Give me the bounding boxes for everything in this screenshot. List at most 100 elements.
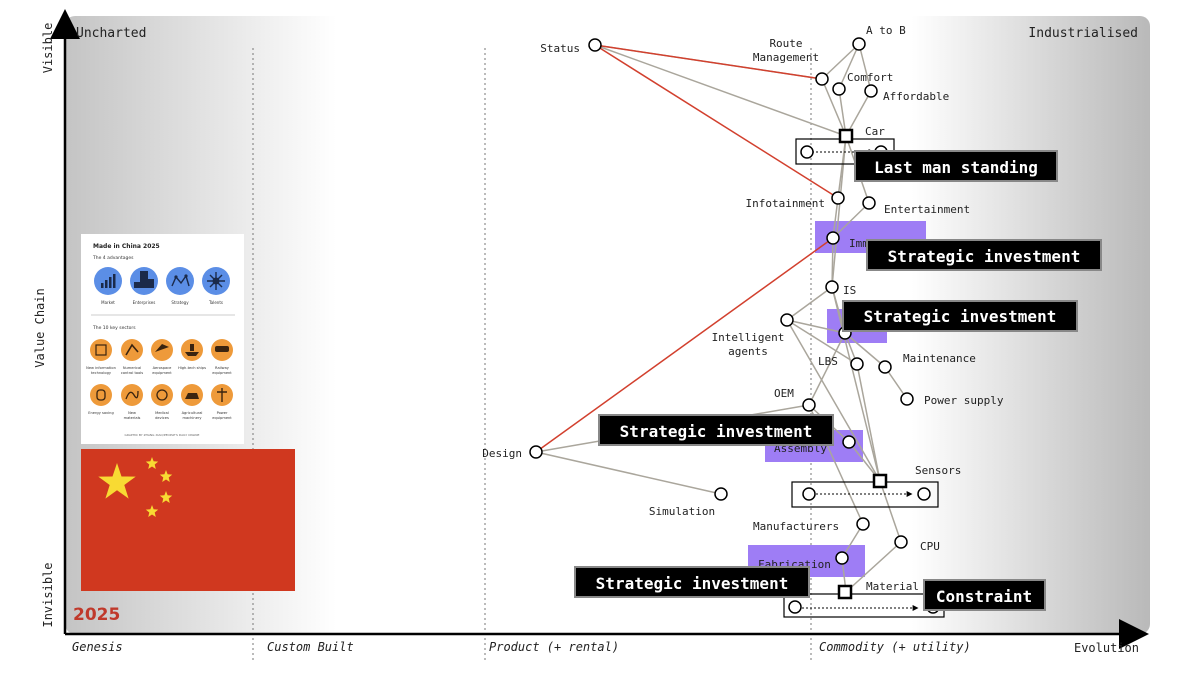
label-car: Car xyxy=(865,125,885,138)
callout-strategic-investment-1: Strategic investment xyxy=(888,247,1081,266)
phase-product: Product (+ rental) xyxy=(489,640,619,654)
callout-constraint: Constraint xyxy=(936,587,1032,606)
callout-constraint-bg xyxy=(923,579,1046,611)
callout-strategic-investment-2: Strategic investment xyxy=(864,307,1057,326)
x-label-evolution: Evolution xyxy=(1074,641,1139,655)
flag-large-star xyxy=(98,463,136,499)
sector-label-8b: devices xyxy=(155,416,169,420)
node-comfort[interactable] xyxy=(832,82,846,96)
china-flag xyxy=(81,449,295,591)
node-car-start xyxy=(800,145,814,159)
corner-industrialised: Industrialised xyxy=(1028,26,1138,41)
label-design: Design xyxy=(482,447,522,460)
y-label-invisible: Invisible xyxy=(41,562,55,627)
evolution-box-sensors xyxy=(791,481,939,508)
node-assembly[interactable] xyxy=(842,435,856,449)
label-agents: agents xyxy=(728,345,768,358)
label-comfort: Comfort xyxy=(847,71,893,84)
node-simulation[interactable] xyxy=(714,487,728,501)
callout-strategic-investment-4: Strategic investment xyxy=(596,574,789,593)
label-imm: Imm xyxy=(849,237,869,250)
y-label-visible: Visible xyxy=(41,23,55,74)
square-nodes xyxy=(837,128,888,600)
flag-small-star-2 xyxy=(159,470,173,482)
sector-label-5b: equipment xyxy=(212,371,232,375)
node-design[interactable] xyxy=(529,445,543,459)
node-material-start xyxy=(788,600,802,614)
node-fabrication[interactable] xyxy=(835,551,849,565)
node-status[interactable] xyxy=(588,38,602,52)
sector-label-9b: machinery xyxy=(182,416,202,420)
node-cpu[interactable] xyxy=(894,535,908,549)
node-imm[interactable] xyxy=(826,231,840,245)
node-oem[interactable] xyxy=(802,398,816,412)
flag-small-star-3 xyxy=(159,491,173,503)
flag-small-star-4 xyxy=(145,505,159,517)
node-power-supply[interactable] xyxy=(900,392,914,406)
corner-uncharted: Uncharted xyxy=(76,26,146,41)
sector-label-7b: materials xyxy=(124,416,141,420)
infographic-title: Made in China 2025 xyxy=(93,243,160,250)
callout-strategic-1-bg xyxy=(866,239,1102,271)
label-manufacturers: Manufacturers xyxy=(753,520,839,533)
node-maintenance[interactable] xyxy=(878,360,892,374)
node-material[interactable] xyxy=(837,584,853,600)
sector-label-3b: equipment xyxy=(152,371,172,375)
flag-small-star-1 xyxy=(145,457,159,469)
phase-commodity: Commodity (+ utility) xyxy=(819,640,971,654)
label-lbs: LBS xyxy=(818,355,838,368)
advantage-icons xyxy=(94,267,230,295)
node-a-to-b[interactable] xyxy=(852,37,866,51)
sector-label-6a: Energy saving xyxy=(88,411,113,415)
callout-strategic-investment-3: Strategic investment xyxy=(620,422,813,441)
node-sensors-future xyxy=(917,487,931,501)
phase-genesis: Genesis xyxy=(72,640,123,654)
sector-label-2a: Numerical xyxy=(123,366,141,370)
node-car[interactable] xyxy=(838,128,854,144)
sector-label-8a: Medical xyxy=(155,411,169,415)
phase-custom-built: Custom Built xyxy=(267,640,354,654)
node-lbs[interactable] xyxy=(850,357,864,371)
market-icon xyxy=(94,267,122,295)
label-power-supply: Power supply xyxy=(924,394,1004,407)
infographic-sectors-title: The 10 key sectors xyxy=(92,325,136,331)
advantage-market: Market xyxy=(101,300,115,305)
label-a-to-b: A to B xyxy=(866,24,906,37)
information-technology-icon xyxy=(90,339,112,361)
numerical-control-icon xyxy=(121,339,143,361)
label-route: Route xyxy=(769,37,802,50)
node-is[interactable] xyxy=(825,280,839,294)
node-sensors[interactable] xyxy=(872,473,888,489)
critical-links xyxy=(535,44,839,453)
node-entertainment[interactable] xyxy=(862,196,876,210)
advantage-labels: Market Enterprises Strategy Talents xyxy=(101,300,223,305)
energy-saving-icon xyxy=(90,384,112,406)
node-sensors-start xyxy=(802,487,816,501)
node-intelligent-agents[interactable] xyxy=(780,313,794,327)
label-simulation: Simulation xyxy=(649,505,715,518)
label-status: Status xyxy=(540,42,580,55)
infographic-advantages-title: The 4 advantages xyxy=(92,255,134,261)
callout-last-man-bg xyxy=(854,150,1058,182)
aerospace-icon xyxy=(151,339,173,361)
advantage-talents: Talents xyxy=(208,300,223,305)
label-cpu: CPU xyxy=(920,540,940,553)
y-label-value-chain: Value Chain xyxy=(33,288,47,367)
sector-label-1b: technology xyxy=(91,371,112,375)
year-label: 2025 xyxy=(73,605,120,625)
label-infotainment: Infotainment xyxy=(746,197,825,210)
node-route-management[interactable] xyxy=(815,72,829,86)
infographic: Made in China 2025 The 4 advantages xyxy=(81,234,244,444)
node-manufacturers[interactable] xyxy=(856,517,870,531)
sector-label-4a: High-tech ships xyxy=(178,366,206,370)
sector-label-7a: New xyxy=(128,411,136,415)
label-maintenance: Maintenance xyxy=(903,352,976,365)
label-is: IS xyxy=(843,284,856,297)
node-affordable[interactable] xyxy=(864,84,878,98)
infographic-credit: GRAPHIC BY ZHANG XIAO/PEOPLE'S DAILY ONL… xyxy=(125,433,200,437)
node-labels: Status A to B Route Management Comfort A… xyxy=(482,24,1004,593)
sector-label-2b: control tools xyxy=(121,371,143,375)
label-material: Material xyxy=(866,580,919,593)
node-infotainment[interactable] xyxy=(831,191,845,205)
